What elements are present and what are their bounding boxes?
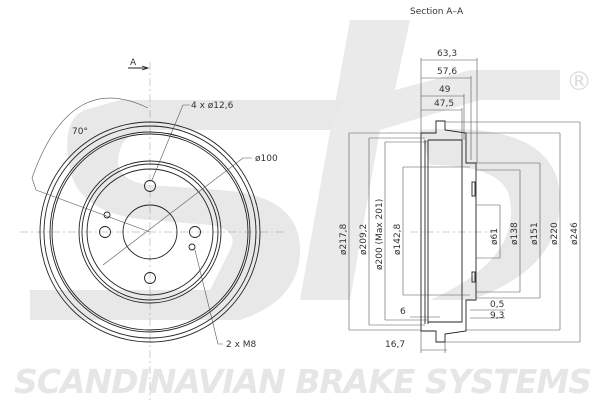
thread-hole [188,243,196,251]
registered-mark: ® [566,67,592,97]
dia-142-8: ø142,8 [393,223,403,255]
dia-151: ø151 [530,222,540,245]
front-view: A 70° 4 x ø12,6 ø100 2 x M8 [20,58,285,400]
dia-138: ø138 [510,222,520,245]
dim-6: 6 [400,307,406,317]
dim-16-7: 16,7 [385,340,405,350]
dia-61: ø61 [490,228,500,245]
brand-watermark-text: SCANDINAVIAN BRAKE SYSTEMS [14,362,591,400]
dia-200: ø200 (Max 201) [375,199,385,270]
angle-label: 70° [72,127,88,137]
threads-label: 2 x M8 [226,340,257,350]
center-bore [122,204,178,260]
width-49: 49 [439,85,451,95]
dim-9-3: 9,3 [490,311,504,321]
width-57-6: 57,6 [437,67,457,77]
section-view: 63,3 57,6 49 47,5 ø217,8 ø209,2 ø200 (Ma… [339,49,581,353]
section-marker-label: A [130,58,137,68]
width-63-3: 63,3 [437,49,457,59]
bolt-holes-label: 4 x ø12,6 [191,101,234,111]
section-title: Section A–A [410,7,464,17]
dia-220: ø220 [550,222,560,245]
width-47-5: 47,5 [434,99,454,109]
bolt-holes [99,180,201,284]
dia-209-2: ø209,2 [359,224,369,255]
dia-217-8: ø217,8 [339,223,349,255]
sbs-logo-watermark [30,20,560,320]
pcd-label: ø100 [255,154,278,164]
dia-246: ø246 [570,222,580,245]
dim-0-5: 0,5 [490,300,504,310]
